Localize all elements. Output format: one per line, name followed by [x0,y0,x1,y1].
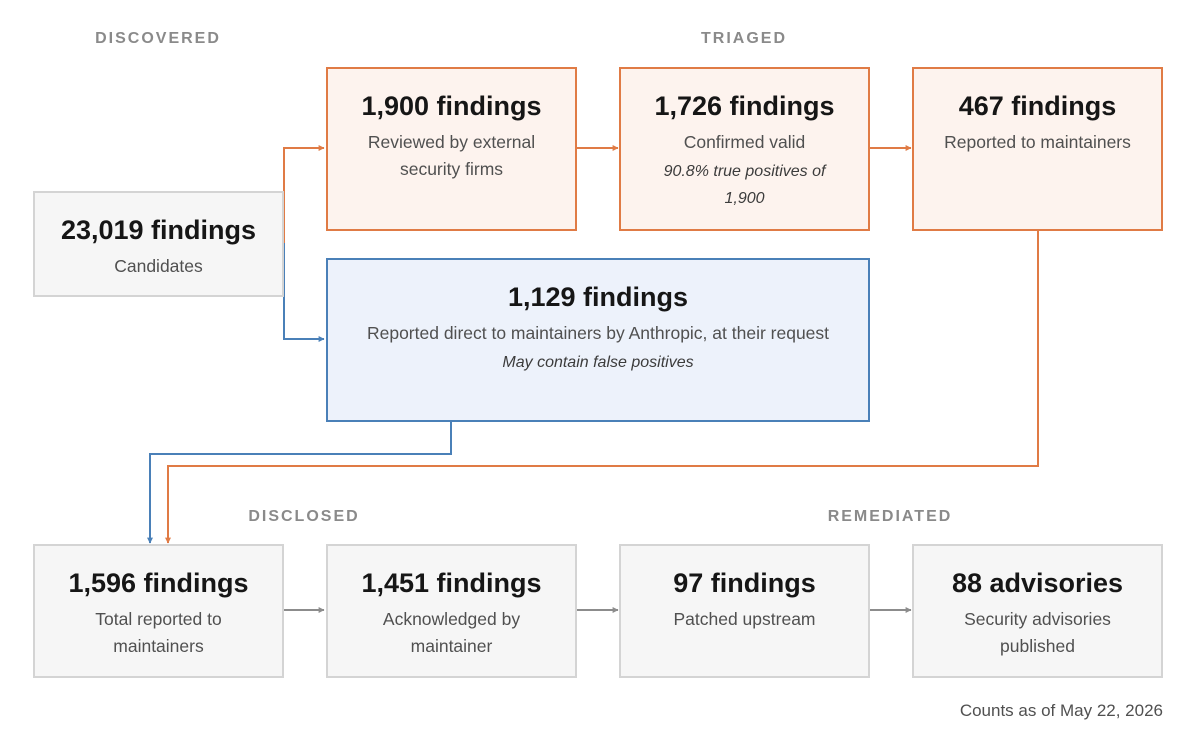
arrow-direct-to-total [147,422,452,544]
node-direct: 1,129 findings Reported direct to mainta… [326,258,870,422]
node-description: Confirmed valid [683,132,806,152]
node-reported: 467 findings Reported to maintainers [912,67,1163,231]
node-note: May contain false positives [502,354,694,371]
node-description: Candidates [114,256,203,276]
node-count: 23,019 findings [60,215,257,245]
node-count: 1,129 findings [507,282,689,312]
stage-label-disclosed: DISCLOSED [248,508,360,525]
node-description: Reported to maintainers [944,132,1131,152]
stage-label-discovered: DISCOVERED [95,30,221,47]
node-advisories: 88 advisories Security advisories publis… [912,544,1163,678]
node-count: 97 findings [673,568,816,598]
arrow-candidates-to-direct [283,243,325,342]
node-acknowledged: 1,451 findings Acknowledged by maintaine… [326,544,577,678]
node-description: Security advisories published [964,609,1111,656]
node-count: 1,900 findings [361,91,542,121]
node-count: 1,726 findings [654,91,835,121]
node-count: 1,596 findings [68,568,249,598]
stage-label-triaged: TRIAGED [701,30,787,47]
footer-timestamp: Counts as of May 22, 2026 [959,701,1163,720]
node-count: 88 advisories [951,568,1124,598]
node-count: 467 findings [958,91,1117,121]
node-description: Reviewed by external security firms [367,132,536,179]
node-description: Total reported to maintainers [95,609,222,656]
node-count: 1,451 findings [361,568,542,598]
node-description: Patched upstream [673,609,816,629]
node-candidates: 23,019 findings Candidates [33,191,284,297]
stage-label-remediated: REMEDIATED [827,508,953,525]
node-external-review: 1,900 findings Reviewed by external secu… [326,67,577,231]
node-description: Acknowledged by maintainer [382,609,521,656]
node-total-reported: 1,596 findings Total reported to maintai… [33,544,284,678]
node-note: 90.8% true positives of 1,900 [663,163,826,207]
node-description: Reported direct to maintainers by Anthro… [366,323,830,343]
arrow-reported-to-total [165,231,1039,544]
node-patched: 97 findings Patched upstream [619,544,870,678]
node-confirmed: 1,726 findings Confirmed valid 90.8% tru… [619,67,870,231]
arrow-candidates-to-external-review [283,145,325,243]
